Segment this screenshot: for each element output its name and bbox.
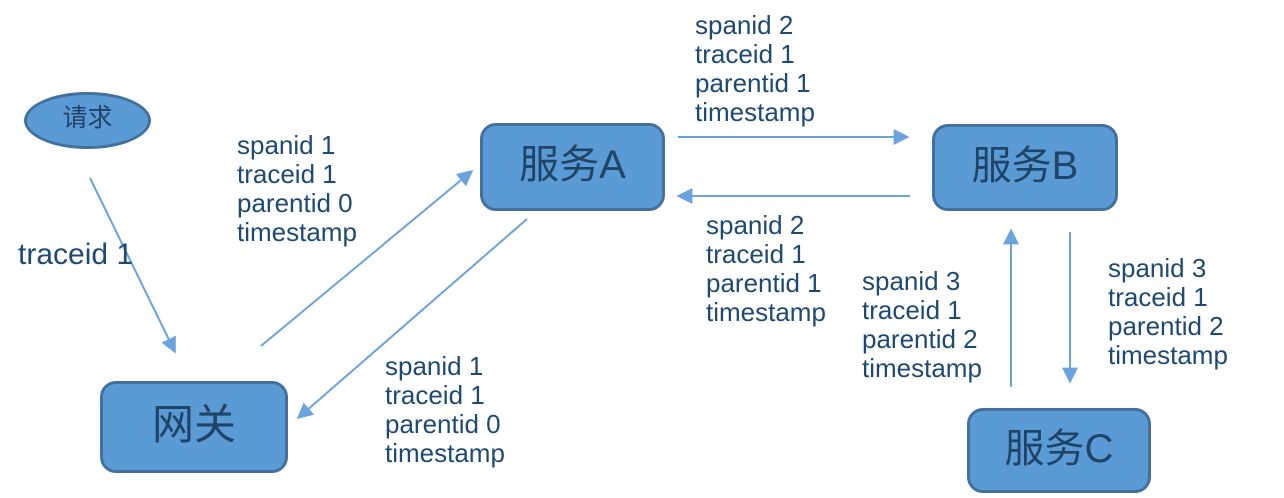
node-service-a: 服务A — [480, 123, 665, 211]
node-service-a-label: 服务A — [519, 143, 626, 187]
edge-label-line: parentid 1 — [706, 268, 822, 298]
node-service-c-label: 服务C — [1004, 426, 1114, 471]
edge-label-line: traceid 1 — [1108, 282, 1208, 312]
edge-label-gateway-to-service-a: spanid 1 traceid 1 parentid 0 timestamp — [237, 131, 357, 247]
edge-label-line: spanid 2 — [706, 210, 805, 240]
edge-label-line: traceid 1 — [706, 239, 806, 269]
edge-label-line: timestamp — [237, 217, 357, 247]
edge-label-line: timestamp — [695, 97, 815, 127]
edge-label-line: parentid 2 — [1108, 311, 1224, 341]
edge-label-line: spanid 1 — [385, 351, 484, 381]
edge-label-line: timestamp — [385, 438, 505, 468]
node-service-b-label: 服务B — [971, 143, 1079, 188]
edge-label-line: traceid 1 — [385, 380, 485, 410]
edge-label-service-a-to-service-b: spanid 2 traceid 1 parentid 1 timestamp — [695, 11, 815, 127]
edge-label-line: timestamp — [1108, 340, 1228, 370]
edge-label-request-traceid: traceid 1 — [18, 239, 133, 271]
edge-label-service-a-to-gateway: spanid 1 traceid 1 parentid 0 timestamp — [385, 352, 505, 468]
edge-label-line: timestamp — [862, 353, 982, 383]
edge-label-line: parentid 2 — [862, 324, 978, 354]
node-gateway: 网关 — [100, 381, 288, 473]
edge-label-line: parentid 1 — [695, 68, 811, 98]
edge-label-line: parentid 0 — [237, 188, 353, 218]
node-service-c: 服务C — [967, 408, 1151, 493]
edge-label-service-c-to-service-b: spanid 3 traceid 1 parentid 2 timestamp — [862, 267, 982, 383]
node-service-b: 服务B — [932, 124, 1118, 211]
edge-label-service-b-to-service-c: spanid 3 traceid 1 parentid 2 timestamp — [1108, 254, 1228, 370]
node-request: 请求 — [24, 92, 151, 149]
edge-label-line: spanid 3 — [1108, 253, 1207, 283]
edge-label-line: spanid 3 — [862, 266, 961, 296]
edge-label-line: traceid 1 — [237, 159, 337, 189]
edge-label-service-b-to-service-a: spanid 2 traceid 1 parentid 1 timestamp — [706, 211, 826, 327]
edge-label-line: traceid 1 — [18, 238, 134, 271]
edge-label-line: timestamp — [706, 297, 826, 327]
edge-label-line: spanid 2 — [695, 10, 794, 40]
edge-label-line: traceid 1 — [695, 39, 795, 69]
node-request-label: 请求 — [62, 104, 113, 132]
node-gateway-label: 网关 — [151, 401, 236, 448]
edge-label-line: spanid 1 — [237, 130, 336, 160]
edge-label-line: traceid 1 — [862, 295, 962, 325]
edge-label-line: parentid 0 — [385, 409, 501, 439]
